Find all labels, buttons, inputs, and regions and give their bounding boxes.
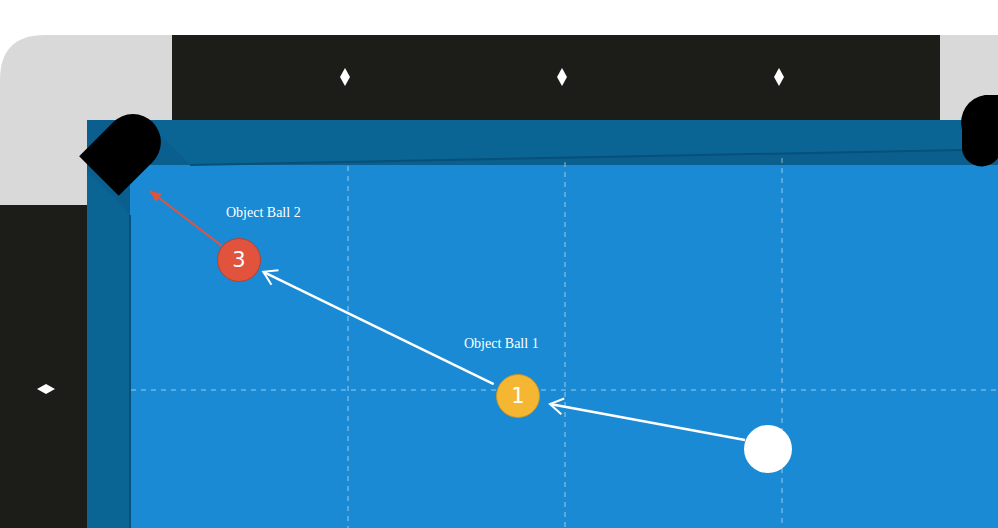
- object-ball: Object Ball 11: [496, 374, 540, 418]
- left-cushion: [87, 172, 130, 528]
- cue-path-arrow: [550, 404, 745, 440]
- ball-label: Object Ball 2: [226, 205, 301, 221]
- left-rail: [0, 205, 90, 528]
- corner-pocket: [79, 103, 172, 196]
- cushion-edge: [190, 150, 962, 165]
- top-cushion: [145, 120, 975, 165]
- shot-path-arrow: [263, 272, 493, 384]
- rail-inner: [87, 120, 998, 528]
- side-pocket: [961, 95, 998, 166]
- cushion-edge: [129, 215, 131, 528]
- ball-number: 3: [218, 239, 260, 281]
- cloth: [130, 165, 998, 528]
- pocket-path-arrow: [150, 191, 222, 246]
- ball-number: 1: [497, 375, 539, 417]
- ball-label: Object Ball 1: [464, 336, 539, 352]
- rail-diamond: [37, 68, 784, 394]
- top-rail: [172, 35, 940, 125]
- object-ball: Object Ball 23: [217, 238, 261, 282]
- cue-ball: [744, 425, 792, 473]
- grid-line: [131, 158, 998, 528]
